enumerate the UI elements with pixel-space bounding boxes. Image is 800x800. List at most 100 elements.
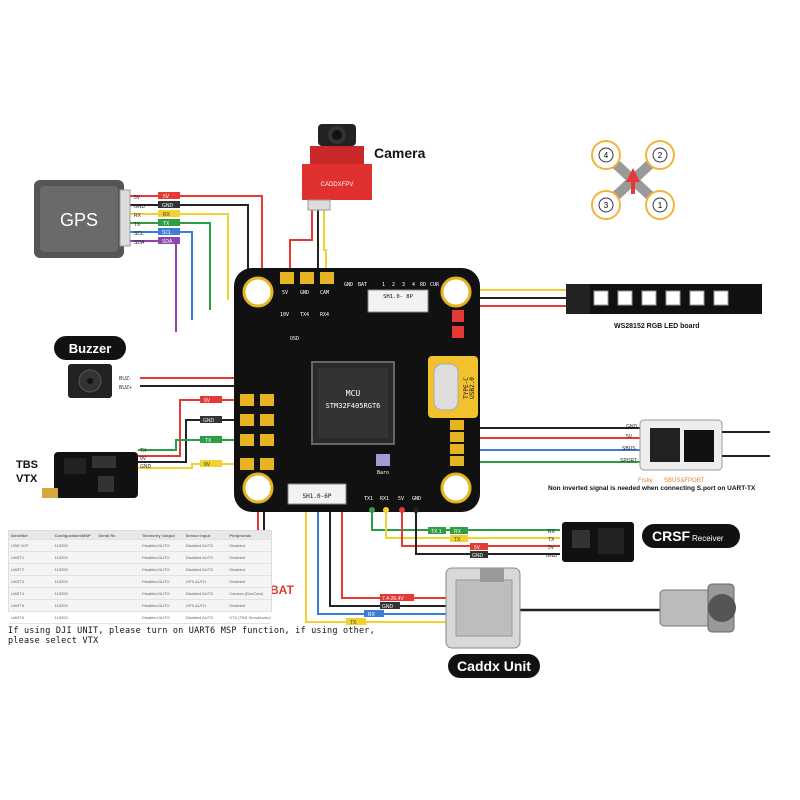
gps-wire-rx bbox=[128, 213, 229, 300]
flight-controller: 5V GND CAM 10V TX4 RX4 SH1.0- 8P GND BAT… bbox=[234, 268, 480, 513]
gps-wire-scl bbox=[128, 231, 193, 320]
motor-1: 1 bbox=[658, 201, 663, 210]
crsf-wire-gnd bbox=[415, 510, 560, 555]
caddx-tag-pwr: 7.4-26.4V bbox=[382, 596, 404, 602]
gps-wire-tx bbox=[128, 222, 211, 310]
caddx-unit-label: Caddx Unit bbox=[457, 658, 531, 674]
crsf-tag-5v: 5V bbox=[474, 545, 481, 551]
vtx-wire-tx bbox=[138, 439, 248, 451]
caddx-unit: Caddx Unit bbox=[445, 567, 736, 678]
pad-bottom-rx1: RX1 bbox=[380, 496, 389, 502]
col-msp: Configuration/MSP bbox=[54, 532, 91, 538]
usb-ver-label: USB2.0 bbox=[469, 377, 476, 399]
caddx-tag-rx: RX bbox=[368, 612, 376, 618]
gps-pin-scl: SCL bbox=[134, 231, 144, 237]
rx-pin-5v: 5V bbox=[626, 434, 633, 440]
crsf-receiver: CRSF Receiver RX TX 5V GND bbox=[546, 522, 740, 562]
pad-bottom-5v: 5V bbox=[398, 496, 404, 502]
sbus-label: SBUS&FPORT bbox=[664, 478, 705, 484]
mount-hole bbox=[242, 276, 274, 308]
bat-label: BAT bbox=[270, 583, 294, 597]
sh-top-label: SH1.0- 8P bbox=[383, 294, 413, 300]
gps-pin-labels: 5V GND RX TX SCL SDA bbox=[134, 195, 146, 246]
crsf-receiver-label: Receiver bbox=[692, 534, 724, 543]
gps-tag-5v: 5V bbox=[163, 194, 170, 200]
crsf-tag-rx: RX bbox=[454, 529, 462, 535]
gps-tag-gnd: GND bbox=[162, 203, 174, 209]
pad-gnd: GND bbox=[300, 290, 309, 296]
caddx-wire-gnd bbox=[329, 510, 450, 607]
vtx-pin-gnd: GND bbox=[140, 464, 152, 470]
pad-rx4: RX4 bbox=[320, 312, 329, 318]
gps-tag-sda: SDA bbox=[162, 239, 173, 245]
pad-top-2: 2 bbox=[392, 282, 395, 288]
caddx-tag-tx: TX bbox=[350, 620, 357, 626]
vtx-wire-9v bbox=[138, 399, 248, 457]
pad-top-1: 1 bbox=[382, 282, 385, 288]
gps-module: GPS bbox=[34, 180, 131, 258]
crsf-pin-tx: TX bbox=[548, 537, 555, 543]
crsf-label: CRSF bbox=[652, 528, 691, 544]
pad-tag-tx: TX bbox=[205, 438, 212, 444]
gps-pin-sda: SDA bbox=[134, 240, 145, 246]
crsf-pin-gnd: GND bbox=[546, 553, 558, 559]
mount-hole bbox=[440, 472, 472, 504]
camera-module: CADDXFPV Camera bbox=[302, 124, 426, 211]
pad-top-cur: CUR bbox=[430, 282, 440, 288]
crsf-tag-tx: TX bbox=[454, 537, 461, 543]
rx-pin-sport: SPORT bbox=[620, 458, 637, 464]
pad-top-gnd: GND bbox=[344, 282, 353, 288]
gps-tag-tx: TX bbox=[163, 221, 170, 227]
gps-tag-rx: RX bbox=[163, 212, 171, 218]
gps-wire-sda bbox=[128, 240, 177, 332]
pad-10v: 10V bbox=[280, 312, 289, 318]
col-telemetry: Telemetry Output bbox=[142, 532, 175, 538]
pad-cam: CAM bbox=[320, 290, 329, 296]
led-board: WS28152 RGB LED board bbox=[566, 284, 762, 330]
crsf-wire-tx bbox=[385, 510, 560, 539]
pad-tag-9v: 9V bbox=[204, 398, 211, 404]
gps-pin-5v: 5V bbox=[134, 195, 141, 201]
crsf-wire-rx bbox=[371, 510, 560, 531]
crsf-pin-5v: 5V bbox=[548, 545, 555, 551]
crsf-tag-gnd: GND bbox=[472, 553, 484, 559]
pad-top-bat: BAT bbox=[358, 282, 367, 288]
crsf-wire-5v bbox=[401, 510, 560, 547]
usb-type-label: TYPE-C bbox=[463, 377, 470, 399]
buz-pos-label: BUZ+ bbox=[119, 385, 132, 391]
gps-label: GPS bbox=[60, 210, 98, 230]
led-board-label: WS28152 RGB LED board bbox=[614, 323, 700, 330]
caddx-wire-rx bbox=[317, 510, 450, 615]
footnote: If using DJI UNIT, please turn on UART6 … bbox=[8, 626, 375, 646]
vtx-pin-9v: 9V bbox=[140, 456, 147, 462]
tbs-label: TBS bbox=[16, 459, 38, 471]
col-sensor: Sensor Input bbox=[185, 532, 211, 538]
motor-3: 3 bbox=[604, 201, 609, 210]
ports-table-header: Identifier Configuration/MSP Serial Rx T… bbox=[9, 531, 271, 540]
motor-2: 2 bbox=[658, 151, 663, 160]
motor-diagram: 4 2 3 1 bbox=[591, 140, 675, 220]
buzzer-label: Buzzer bbox=[69, 341, 112, 356]
pad-top-rd: RD bbox=[420, 282, 426, 288]
gps-pin-tx: TX bbox=[134, 222, 141, 228]
crsf-tag-tx1: TX 1 bbox=[431, 529, 442, 535]
sport-note: Non inverted signal is needed when conne… bbox=[548, 485, 756, 492]
cam-wire-sig bbox=[323, 210, 327, 278]
caddx-wire-tx bbox=[305, 510, 450, 623]
pad-bottom-tx1: TX1 bbox=[364, 496, 373, 502]
vtx-label: VTX bbox=[16, 473, 38, 485]
mcu-label: MCU bbox=[346, 389, 361, 398]
pad-top-4: 4 bbox=[412, 282, 415, 288]
arrow-up-icon bbox=[626, 168, 640, 182]
camera-label: Camera bbox=[374, 145, 426, 161]
col-peripherals: Peripherals bbox=[229, 532, 252, 538]
frsky-receiver: GND 5V SBUS SPORT Frsky SBUS&FPORT Non i… bbox=[548, 419, 770, 492]
tbs-vtx-module: TBS VTX TX 9V GND bbox=[16, 448, 152, 498]
motor-4: 4 bbox=[604, 151, 609, 160]
